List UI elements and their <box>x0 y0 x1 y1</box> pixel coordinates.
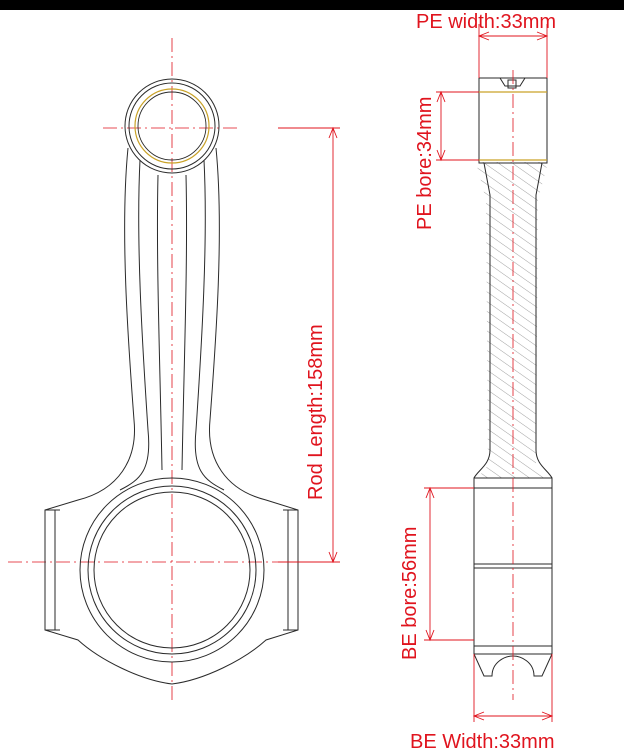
side-shank-hatch <box>476 162 548 478</box>
pe-bore-dimension <box>436 90 479 162</box>
be-bore-dimension <box>424 486 474 642</box>
rod-length-dimension <box>278 126 340 564</box>
pe-width-dimension <box>477 24 549 78</box>
be-width-label: BE Width:33mm <box>410 731 554 753</box>
be-width-dimension <box>472 654 554 722</box>
pe-bore-label: PE bore:34mm <box>414 97 436 230</box>
small-end <box>124 78 220 174</box>
big-end-bore <box>79 477 265 663</box>
top-black-bar <box>0 0 624 10</box>
small-end-bushing <box>134 88 210 164</box>
front-view <box>8 38 340 700</box>
rod-length-label: Rod Length:158mm <box>305 324 327 500</box>
side-view <box>473 70 553 700</box>
front-centerlines <box>8 38 340 700</box>
pe-width-label: PE width:33mm <box>416 11 556 33</box>
rod-body-outline <box>44 147 299 685</box>
be-bore-label: BE bore:56mm <box>399 527 421 660</box>
